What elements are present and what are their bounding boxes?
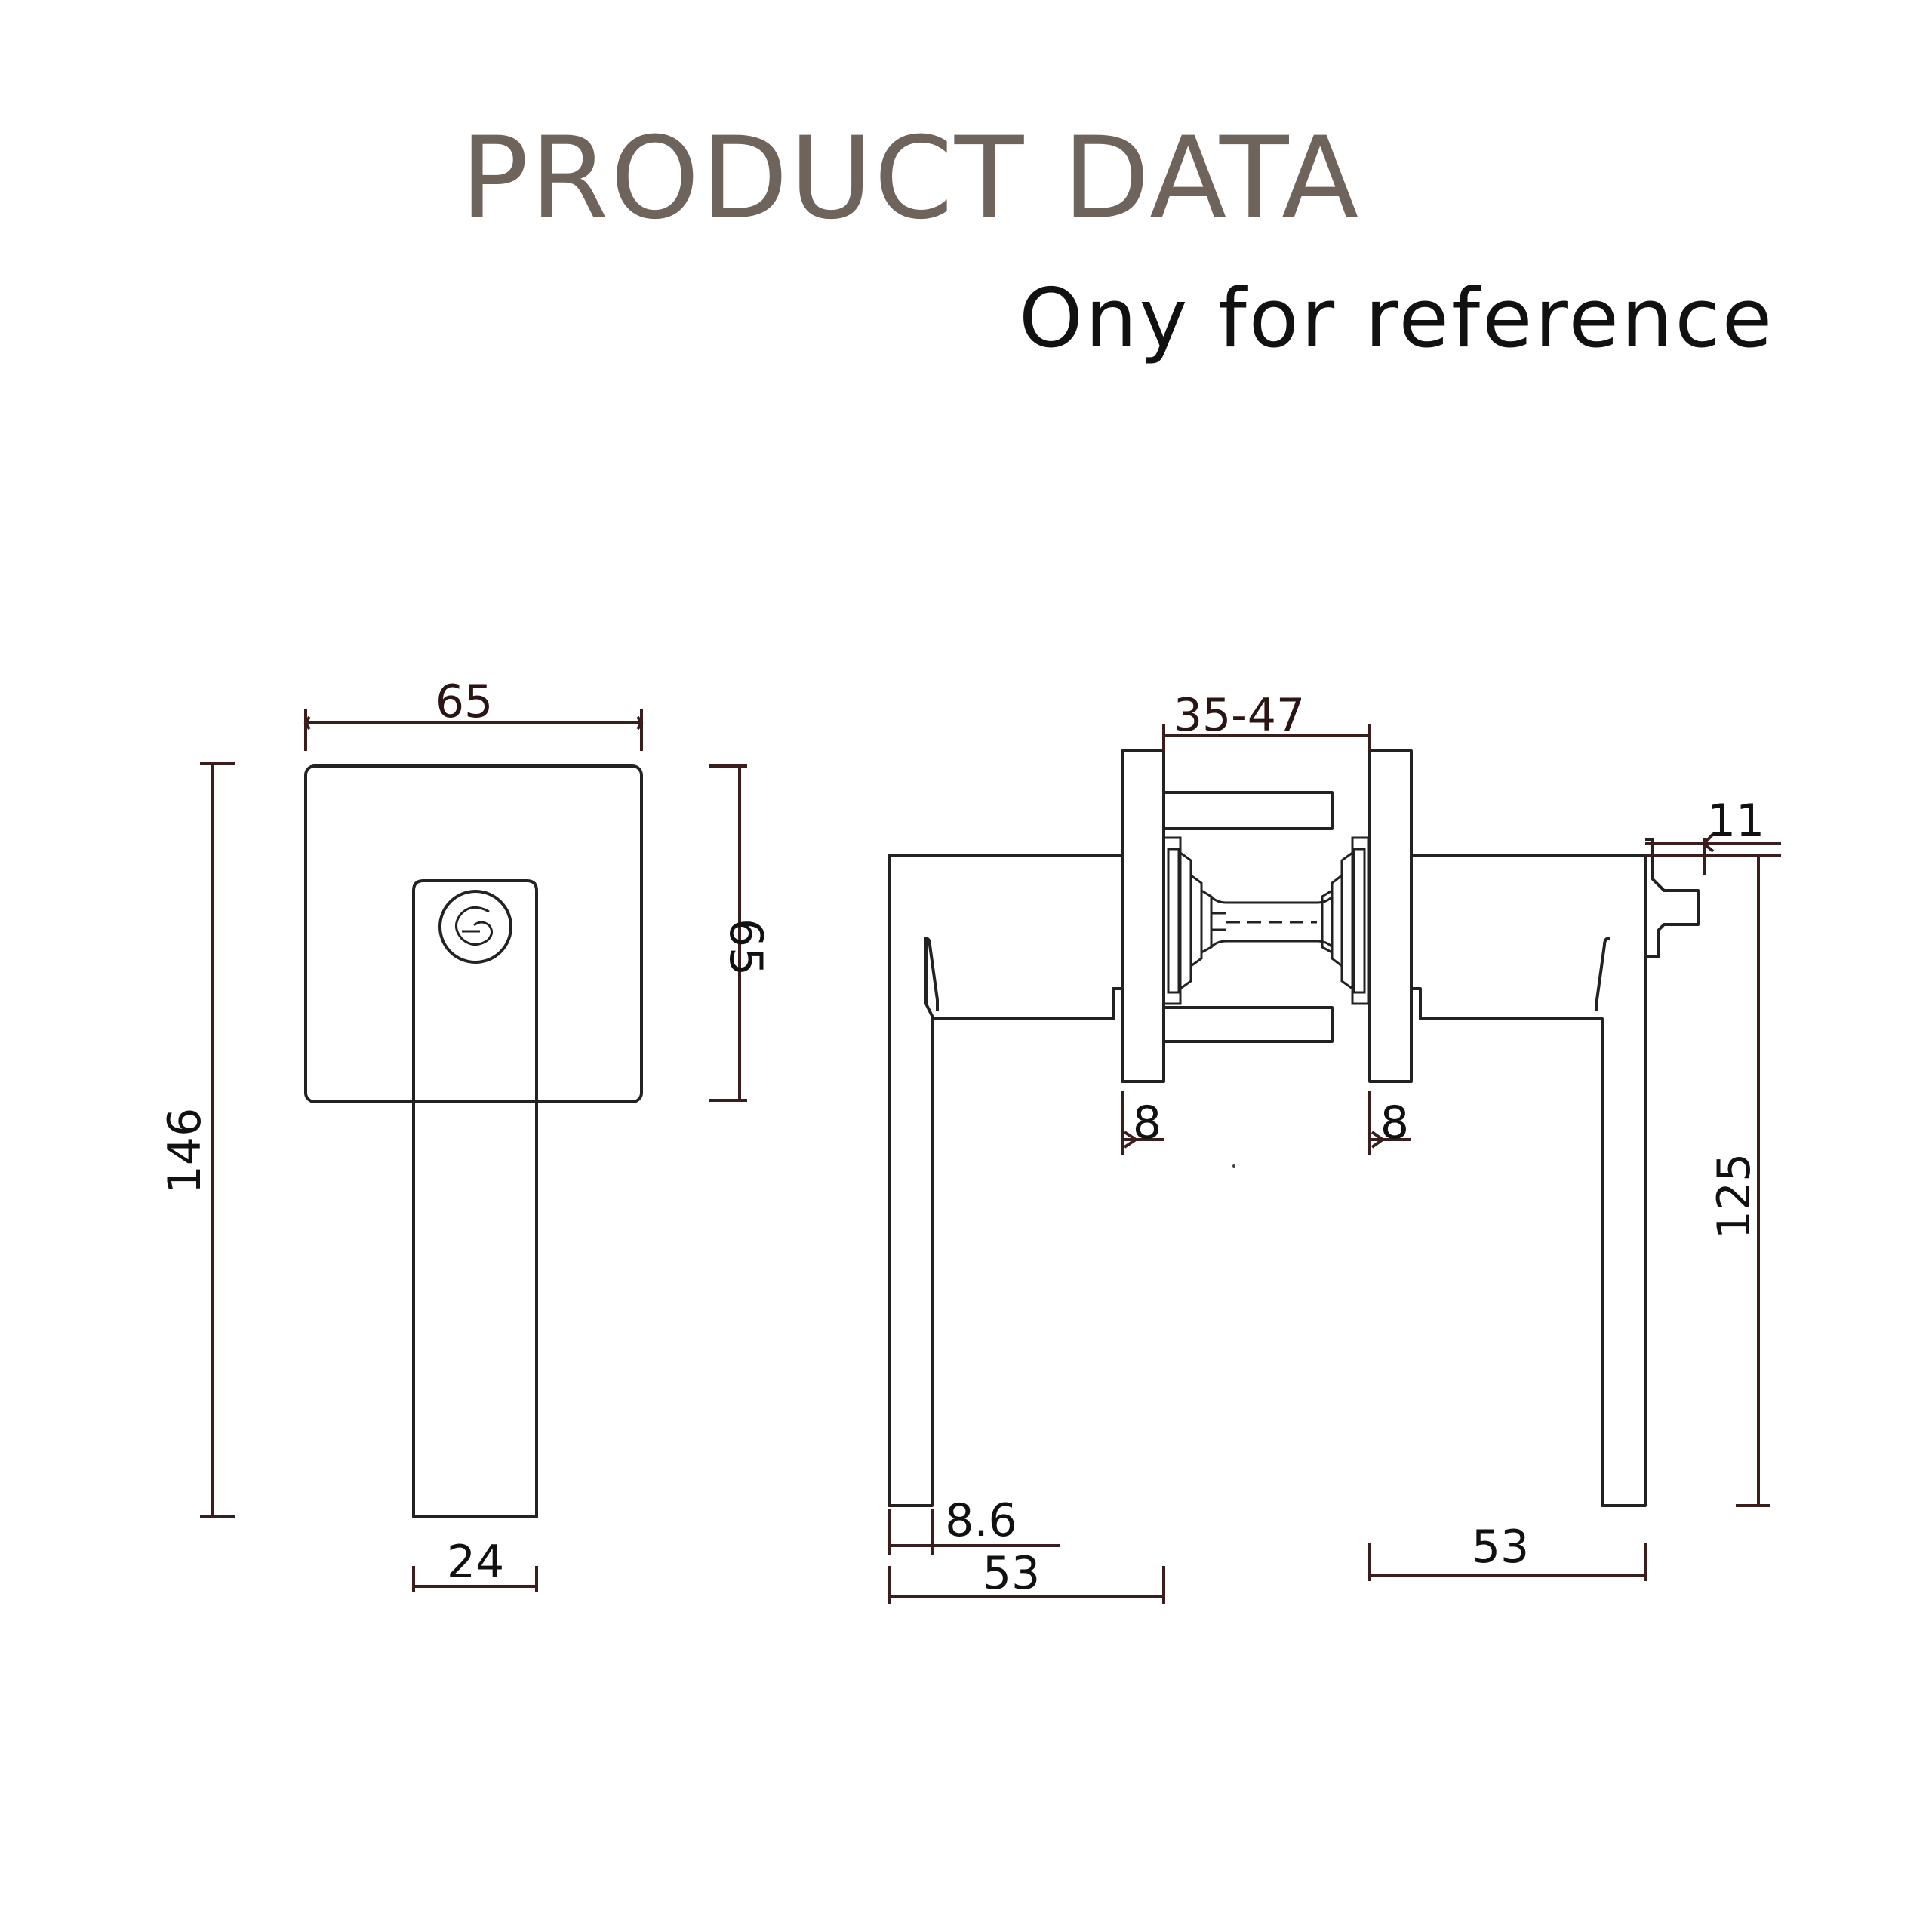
left-mechanism (1162, 836, 1226, 1005)
dim-lever-width: 24 (412, 1536, 538, 1592)
door-rail-top (1164, 791, 1334, 830)
front-rose-outline (304, 764, 643, 1103)
dim-rose-height-label: 65 (719, 918, 772, 976)
dim-rose-width-label: 65 (435, 675, 493, 728)
dim-lever-tip: 8.6 (888, 1494, 1060, 1555)
right-rose-plate (1368, 749, 1413, 1083)
right-lever-outline (1411, 854, 1647, 1507)
dim-rose-height: 65 (709, 764, 772, 1102)
door-rail-bottom (1164, 1006, 1334, 1043)
dim-lever-total-height-label: 146 (158, 1108, 211, 1195)
dim-lever-tip-label: 8.6 (945, 1494, 1017, 1547)
front-lever-outline (412, 879, 538, 1518)
dim-rose-thickness-left-label: 8 (1133, 1097, 1161, 1149)
logo-icon (438, 890, 512, 964)
dim-lever-thickness-label: 11 (1707, 795, 1764, 848)
dim-lever-projection-left: 53 (888, 1547, 1165, 1604)
dim-lever-drop-label: 125 (1708, 1153, 1761, 1240)
dim-rose-thickness-right: 8 (1368, 1091, 1411, 1155)
dim-lever-projection-left-label: 53 (983, 1547, 1040, 1600)
front-view: 65 65 146 24 (158, 675, 772, 1592)
dim-rose-thickness-left: 8 (1121, 1091, 1164, 1155)
page-title: PRODUCT DATA (460, 113, 1361, 245)
dim-door-thickness-label: 35-47 (1174, 689, 1305, 742)
spindle (1210, 895, 1334, 949)
right-mechanism (1321, 836, 1371, 1005)
dim-rose-width: 65 (303, 675, 644, 751)
left-lever-outline (888, 854, 1122, 1507)
dim-lever-drop: 125 (1708, 855, 1770, 1507)
side-view: 35-47 8 8 11 125 (888, 689, 1781, 1604)
dim-lever-projection-right-label: 53 (1472, 1521, 1529, 1574)
page-subtitle: Ony for reference (1019, 272, 1775, 366)
dim-door-thickness: 35-47 (1162, 689, 1371, 751)
dim-rose-thickness-right-label: 8 (1380, 1097, 1409, 1149)
dim-lever-total-height: 146 (158, 762, 235, 1518)
right-lever-endcap (1645, 838, 1700, 958)
left-rose-plate (1121, 749, 1165, 1083)
dim-lever-thickness: 11 (1645, 795, 1781, 875)
dim-lever-projection-right: 53 (1368, 1521, 1647, 1581)
dim-lever-width-label: 24 (447, 1536, 504, 1589)
